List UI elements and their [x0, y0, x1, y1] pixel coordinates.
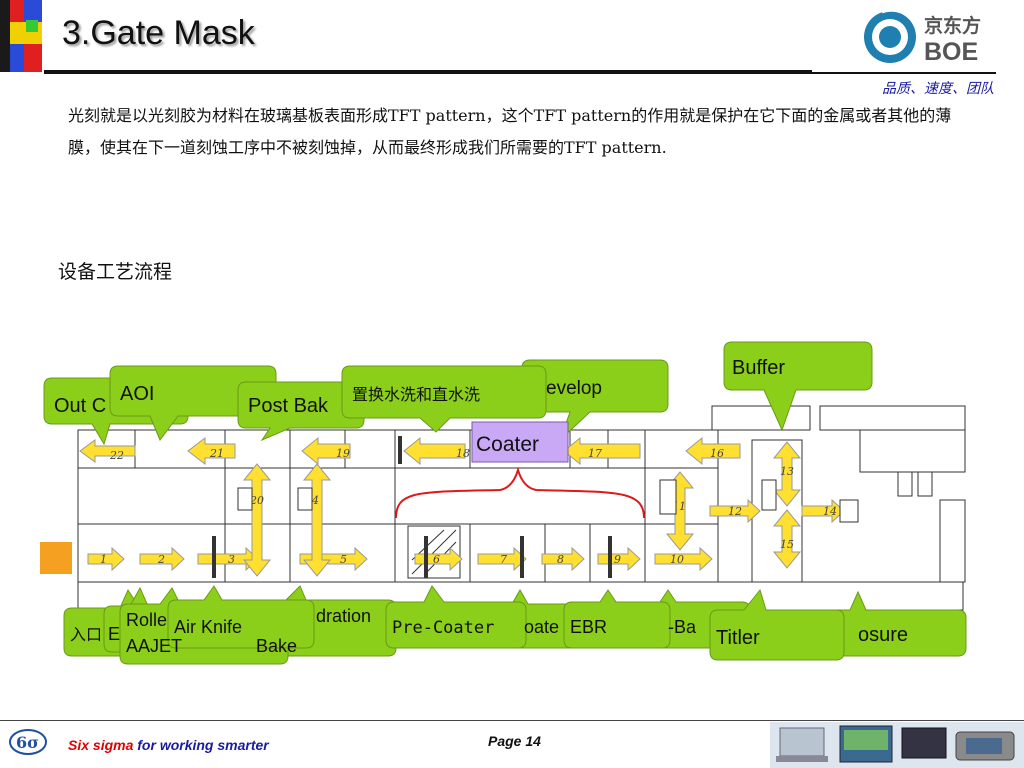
callout-text: 置换水洗和直水洗 — [352, 385, 480, 404]
bottom-step-labels: 1 2 3 5 6 7 8 9 10 — [100, 553, 684, 566]
step-label: 15 — [780, 538, 794, 551]
callout-text: 入口 — [70, 625, 102, 644]
logo-en-text: BOE — [924, 38, 978, 66]
callout-text: Out C — [54, 395, 106, 417]
vertical-step-labels: 20 4 11 13 15 — [249, 465, 794, 551]
right-step-labels: 12 14 — [728, 505, 837, 518]
callout-text: Bake — [256, 636, 297, 656]
step-label: 18 — [456, 447, 470, 460]
callout-text: Rolle — [126, 610, 167, 630]
equipment-units — [237, 479, 859, 523]
entry-marker — [40, 542, 72, 574]
step-label: 1 — [100, 553, 107, 566]
callout-air-knife — [167, 585, 315, 649]
coater-bracket — [395, 466, 645, 519]
step-label: 10 — [670, 553, 684, 566]
footer-divider — [0, 720, 1024, 721]
boe-logo: 京东方 BOE — [864, 8, 981, 66]
coater-label: Coater — [476, 433, 539, 456]
logo-cn-text: 京东方 — [924, 14, 981, 37]
process-flow-diagram: 22 21 19 18 17 16 1 2 3 5 6 7 8 9 10 2 — [77, 405, 966, 611]
callout-text: osure — [858, 624, 908, 646]
bottom-arrows — [87, 546, 713, 572]
callout-text: Titler — [716, 627, 760, 649]
step-label: 3 — [228, 553, 235, 566]
callout-text: Pre-Coater — [392, 618, 494, 638]
step-label: 19 — [336, 447, 350, 460]
callout-text: AOI — [120, 383, 154, 405]
svg-text:6σ: 6σ — [16, 733, 39, 752]
step-label: 17 — [588, 447, 602, 460]
callout-buffer — [723, 341, 873, 432]
top-arrows — [79, 436, 741, 466]
step-label: 9 — [614, 553, 621, 566]
step-label: 20 — [249, 494, 264, 507]
callout-text: -Ba — [668, 617, 697, 637]
vertical-arrows — [242, 441, 802, 577]
callout-text: dration — [316, 606, 371, 626]
top-step-labels: 22 21 19 18 17 16 — [109, 447, 724, 462]
callout-text: EBR — [570, 617, 607, 637]
callout-ebr — [563, 589, 671, 649]
six-sigma-logo: 6σ — [9, 729, 47, 755]
step-label: 7 — [500, 553, 507, 566]
page-number: Page 14 — [488, 733, 541, 749]
step-label: 6 — [433, 553, 440, 566]
title-underline — [44, 70, 812, 74]
step-label: 16 — [710, 447, 724, 460]
callout-text: Buffer — [732, 357, 785, 379]
callout-text: Air Knife — [174, 617, 242, 637]
callout-text: Post Bak — [248, 395, 329, 417]
step-label: 4 — [311, 494, 319, 507]
footer-tagline: Six sigma for working smarter — [68, 737, 269, 753]
coater-box — [471, 421, 569, 463]
right-arrows — [709, 498, 845, 524]
callout-text: E — [108, 624, 120, 644]
step-label: 21 — [209, 447, 224, 460]
step-label: 8 — [557, 553, 564, 566]
step-label: 22 — [109, 449, 124, 462]
step-label: 2 — [157, 553, 165, 566]
title-underline-thin — [812, 72, 996, 74]
callout-titler — [709, 588, 845, 661]
callout-aoi — [109, 365, 277, 441]
slogan: 品质、速度、团队 — [882, 80, 994, 96]
callout-text: evelop — [546, 378, 602, 399]
description-paragraph: 光刻就是以光刻胶为材料在玻璃基板表面形成TFT pattern，这个TFT pa… — [68, 106, 952, 157]
step-label: 5 — [340, 553, 347, 566]
callout-pre-coater — [385, 585, 527, 649]
callout-rinse — [341, 365, 547, 433]
section-title: 设备工艺流程 — [58, 261, 173, 283]
slide-logo-blocks — [0, 0, 42, 72]
step-label: 13 — [780, 465, 794, 478]
callout-text: oate — [524, 617, 559, 637]
roller-dots — [212, 436, 612, 578]
step-label: 12 — [728, 505, 742, 518]
devices-banner — [770, 722, 1024, 768]
step-label: 14 — [823, 505, 837, 518]
slide-title: 3.Gate Mask — [62, 14, 255, 52]
callout-text: AAJET — [126, 636, 182, 656]
